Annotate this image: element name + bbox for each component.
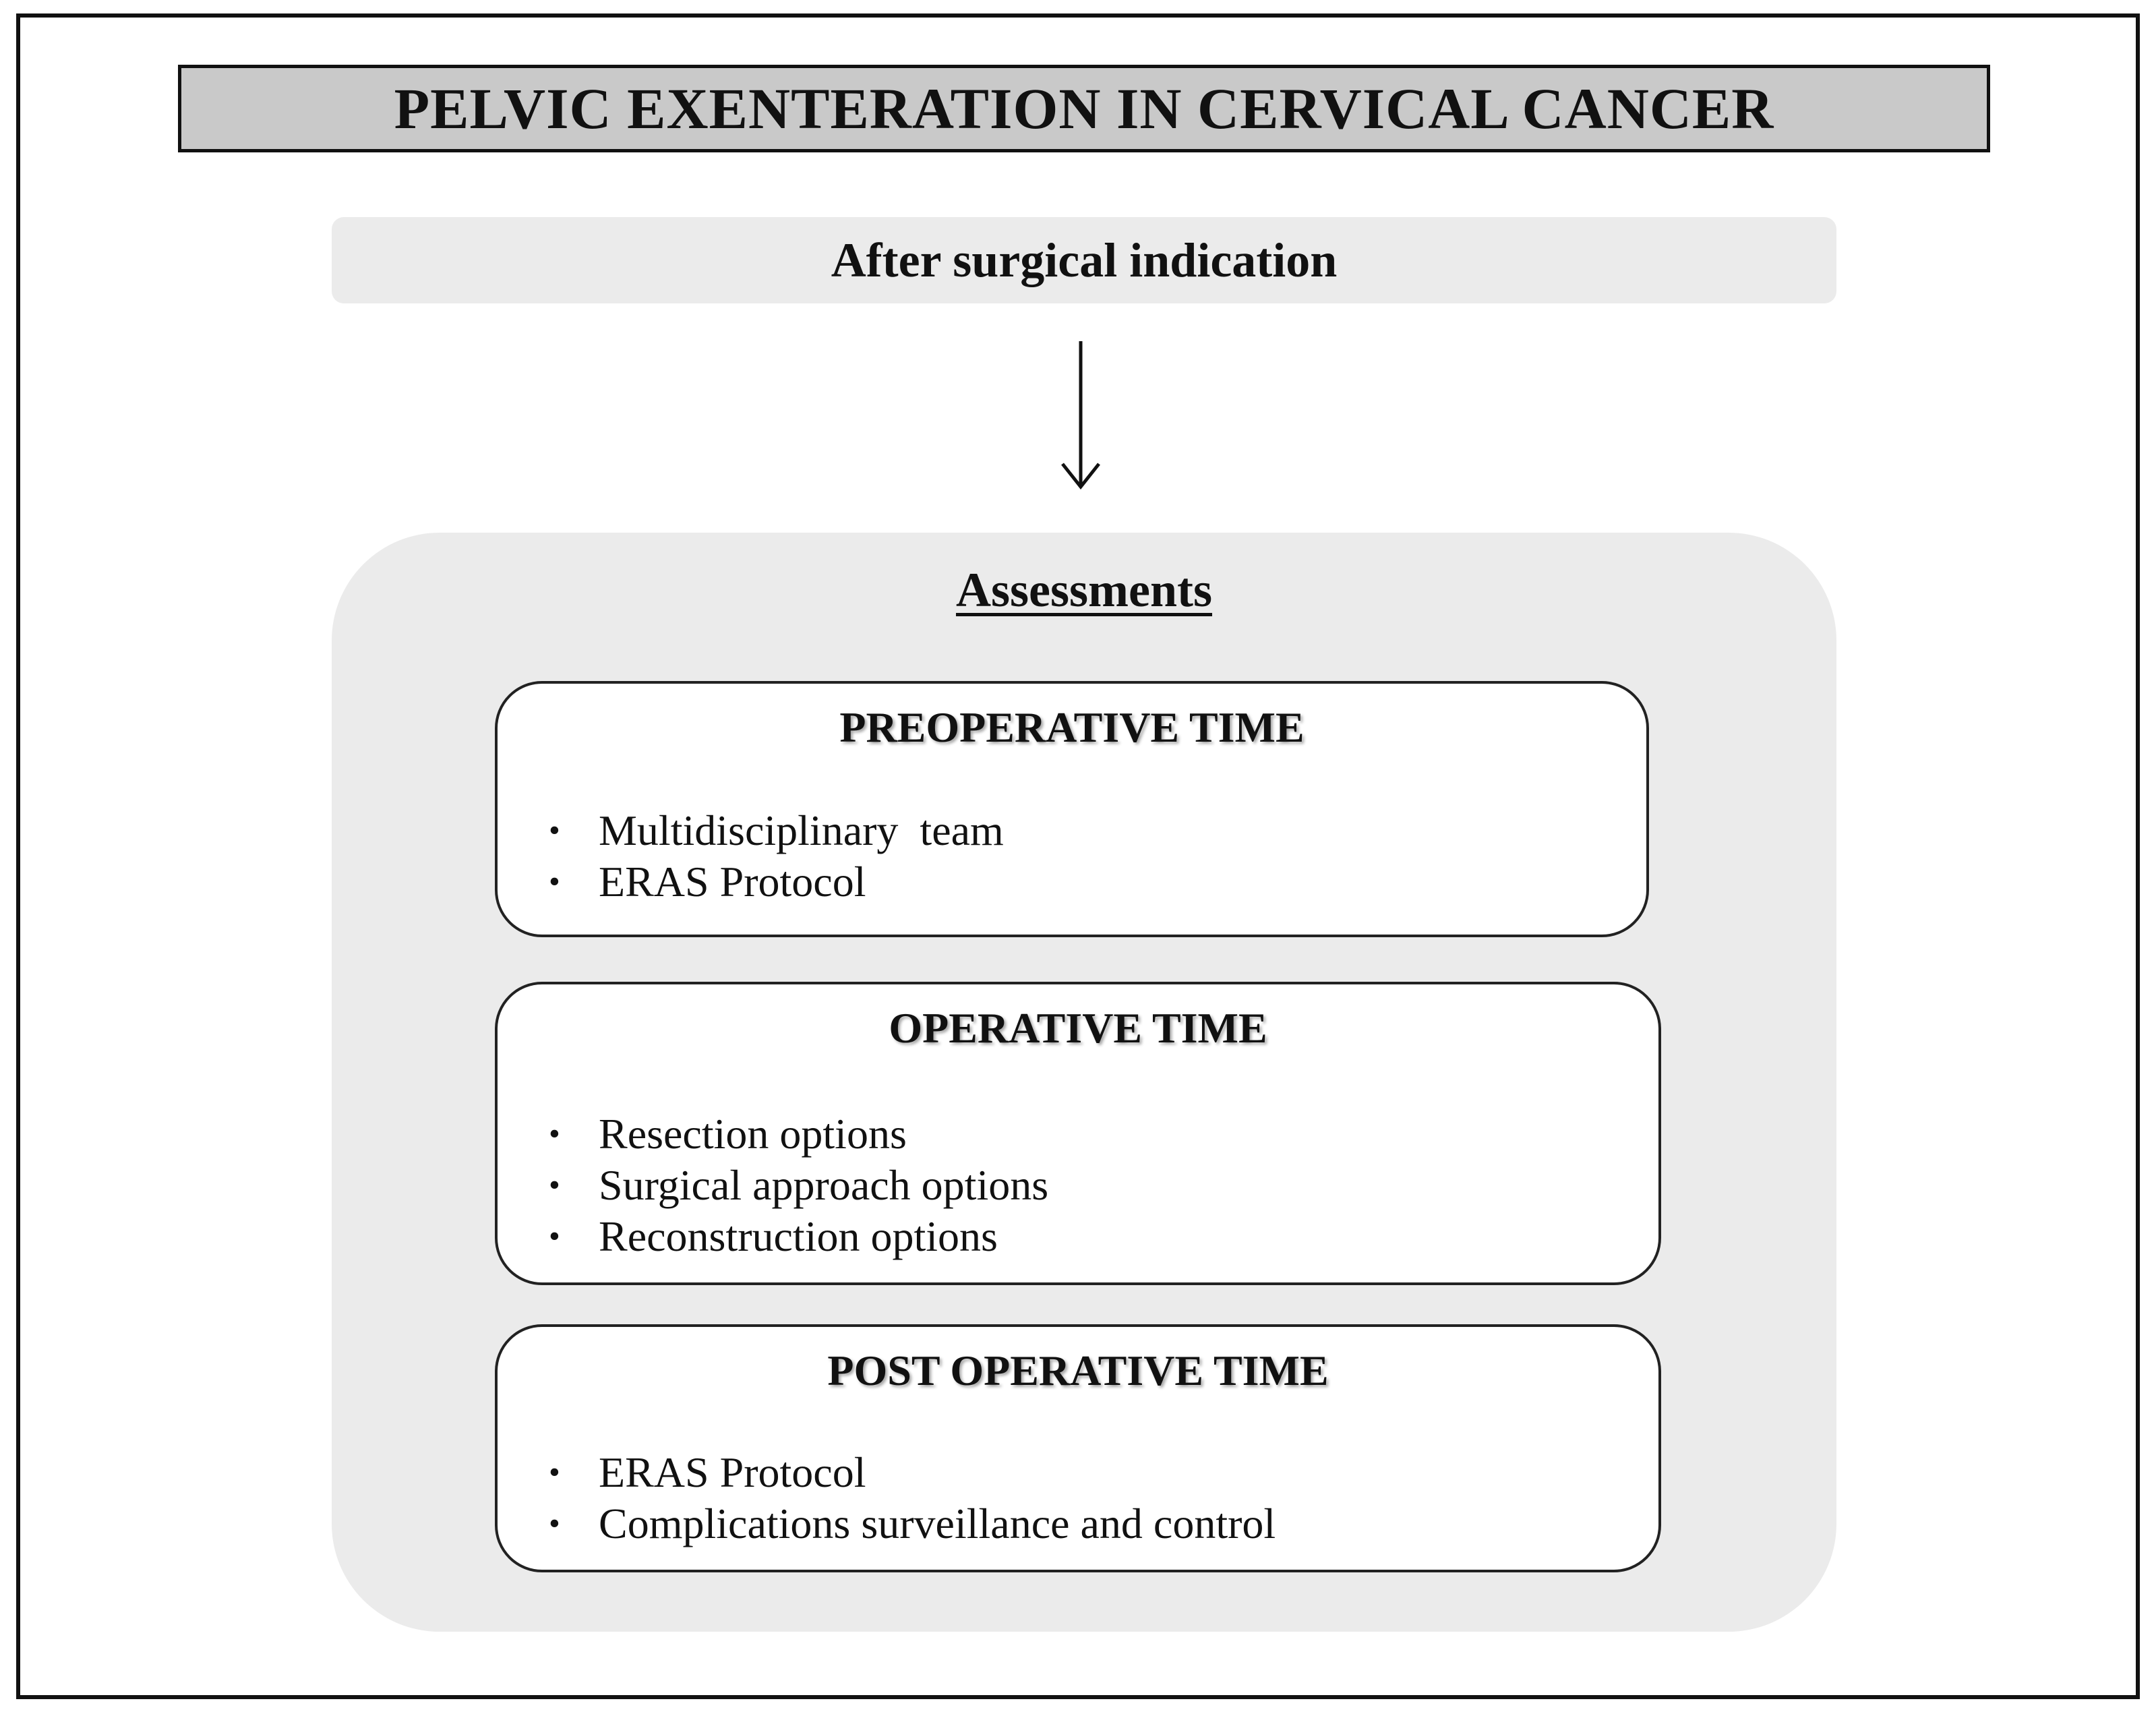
postoperative-box: POST OPERATIVE TIME •ERAS Protocol •Comp… bbox=[495, 1324, 1661, 1572]
indication-label: After surgical indication bbox=[831, 233, 1338, 287]
operative-title: OPERATIVE TIME bbox=[889, 1004, 1267, 1052]
down-arrow-icon bbox=[1061, 341, 1100, 490]
list-item: •Multidisciplinary team bbox=[525, 805, 1004, 856]
bullet-icon: • bbox=[549, 864, 560, 899]
list-item: •Resection options bbox=[525, 1108, 1048, 1160]
operative-box: OPERATIVE TIME •Resection options •Surgi… bbox=[495, 982, 1661, 1285]
list-item: •Complications surveillance and control bbox=[525, 1498, 1276, 1549]
bullet-icon: • bbox=[549, 812, 560, 848]
indication-box: After surgical indication bbox=[332, 217, 1836, 303]
bullet-icon: • bbox=[549, 1506, 560, 1541]
diagram-title: PELVIC EXENTERATION IN CERVICAL CANCER bbox=[394, 76, 1774, 141]
bullet-icon: • bbox=[549, 1218, 560, 1254]
postoperative-title: POST OPERATIVE TIME bbox=[827, 1347, 1329, 1394]
bullet-icon: • bbox=[549, 1454, 560, 1490]
list-item: •ERAS Protocol bbox=[525, 856, 1004, 908]
list-item: •ERAS Protocol bbox=[525, 1447, 1276, 1498]
preoperative-list: •Multidisciplinary team •ERAS Protocol bbox=[525, 805, 1004, 908]
preoperative-box: PREOPERATIVE TIME •Multidisciplinary tea… bbox=[495, 681, 1649, 937]
title-banner: PELVIC EXENTERATION IN CERVICAL CANCER bbox=[178, 65, 1990, 152]
list-item: •Surgical approach options bbox=[525, 1160, 1048, 1211]
preoperative-title: PREOPERATIVE TIME bbox=[839, 703, 1305, 751]
postoperative-list: •ERAS Protocol •Complications surveillan… bbox=[525, 1447, 1276, 1549]
operative-list: •Resection options •Surgical approach op… bbox=[525, 1108, 1048, 1262]
bullet-icon: • bbox=[549, 1116, 560, 1152]
bullet-icon: • bbox=[549, 1167, 560, 1203]
list-item: •Reconstruction options bbox=[525, 1211, 1048, 1262]
assessments-heading: Assessments bbox=[955, 563, 1212, 617]
